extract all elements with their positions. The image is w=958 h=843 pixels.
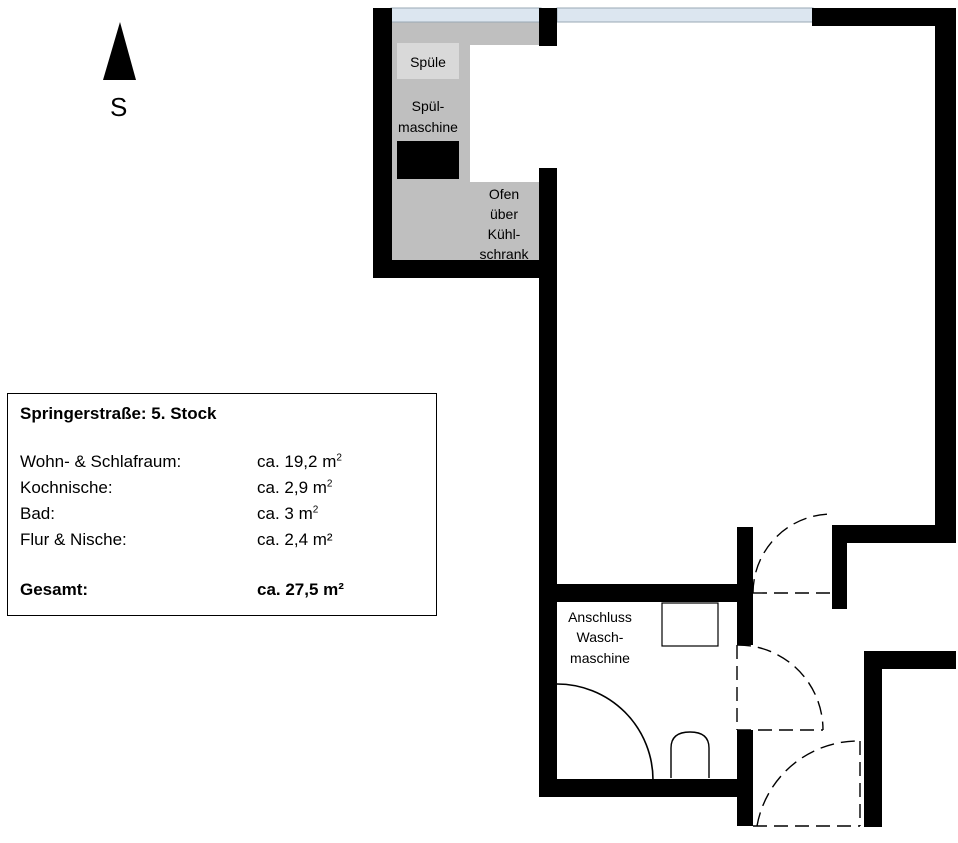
dishwasher-label-2: maschine (398, 119, 458, 135)
oven-label-1: Ofen (489, 186, 519, 202)
legend-total-row: Gesamt: ca. 27,5 m² (20, 577, 424, 603)
dishwasher-label-1: Spül- (412, 98, 445, 114)
legend-title: Springerstraße: 5. Stock (20, 404, 217, 423)
walls (373, 8, 956, 827)
kitchen-counter-cutout (470, 45, 539, 182)
toilet (670, 731, 710, 778)
room-area: ca. 2,9 m2 (257, 478, 333, 497)
room-name: Wohn- & Schlafraum: (20, 452, 182, 471)
total-label: Gesamt: (20, 580, 89, 599)
compass-letter: S (110, 92, 128, 122)
room-name: Kochnische: (20, 478, 113, 497)
sink-label: Spüle (410, 54, 446, 70)
room-area: ca. 19,2 m2 (257, 452, 342, 471)
room-name: Bad: (20, 504, 55, 523)
shower-arc (556, 683, 654, 781)
oven-label-2: über (490, 206, 518, 222)
oven-label-3: Kühl- (488, 226, 521, 242)
total-area: ca. 27,5 m² (257, 580, 344, 599)
oven-label-4: schrank (479, 246, 529, 262)
doors (736, 513, 861, 827)
legend-row: Bad: ca. 3 m2 (20, 501, 424, 527)
sink (397, 43, 459, 79)
legend-row: Kochnische: ca. 2,9 m2 (20, 475, 424, 501)
washbasin (661, 602, 719, 647)
cooktop (397, 141, 459, 179)
room-area: ca. 2,4 m² (257, 530, 333, 549)
washer-label-2: Wasch- (577, 629, 624, 645)
room-area: ca. 3 m2 (257, 504, 319, 523)
room-name: Flur & Nische: (20, 530, 127, 549)
window-living (556, 7, 814, 23)
north-arrow-icon (103, 22, 136, 80)
legend-row: Wohn- & Schlafraum: ca. 19,2 m2 (20, 449, 424, 475)
legend-row: Flur & Nische: ca. 2,4 m² (20, 527, 424, 553)
window-kitchen (390, 7, 542, 23)
area-legend: Springerstraße: 5. Stock Wohn- & Schlafr… (7, 393, 437, 616)
washer-label-1: Anschluss (568, 609, 632, 625)
washer-label-3: maschine (570, 650, 630, 666)
